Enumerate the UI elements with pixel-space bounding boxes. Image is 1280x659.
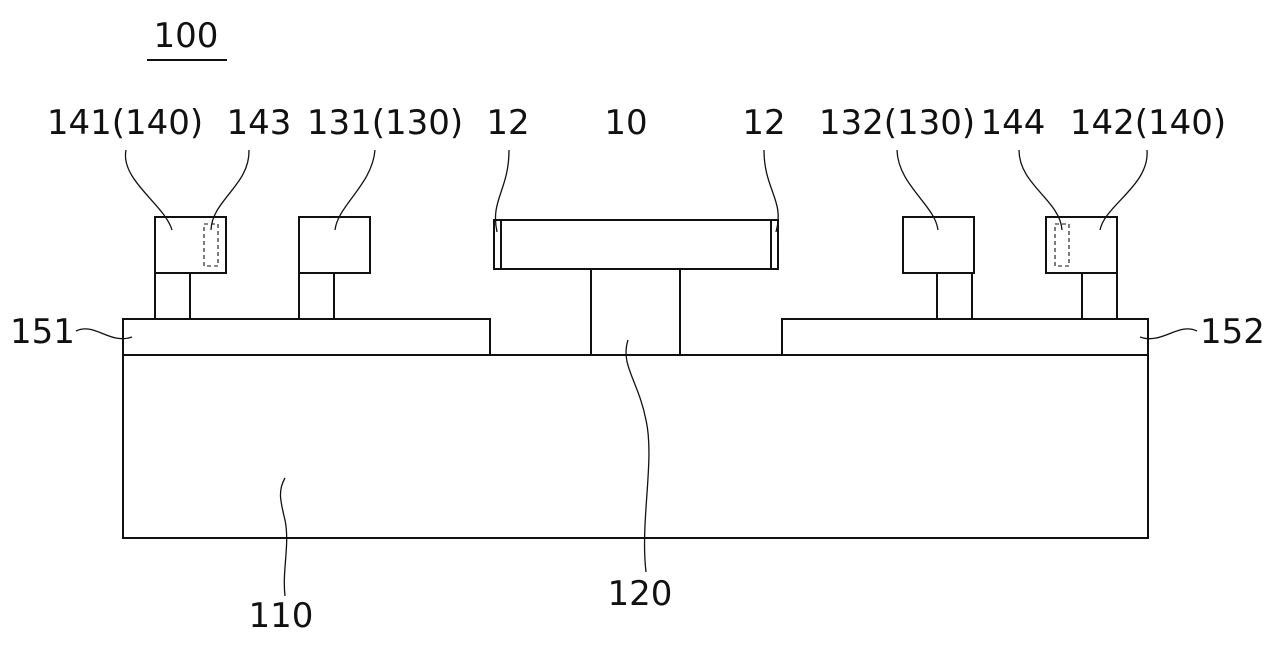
label-120: 120 [608,574,673,614]
leader-141 [124,149,173,231]
block-132 [902,216,975,274]
label-10: 10 [604,103,647,143]
label-152: 152 [1200,312,1265,352]
stem-132 [936,272,973,320]
label-141: 141(140) [47,103,203,143]
layer-151 [122,318,491,356]
label-151: 151 [10,312,75,352]
block-141 [154,216,227,274]
dashed-region-144 [1054,223,1070,267]
label-12-right: 12 [742,103,785,143]
block-142 [1045,216,1118,274]
post-120 [590,268,681,356]
leader-12-left [494,149,510,233]
stem-131 [298,272,335,320]
plate-10 [493,219,779,270]
label-12-left: 12 [486,103,529,143]
leader-131 [334,149,376,231]
leader-12-right [763,149,779,233]
leader-110 [279,477,288,597]
label-143: 143 [227,103,292,143]
label-142: 142(140) [1070,103,1226,143]
layer-152 [781,318,1149,356]
leader-142 [1099,149,1148,231]
stem-142 [1081,272,1118,320]
label-110: 110 [249,596,314,636]
figure-number: 100 [154,16,219,56]
leader-120 [625,339,650,573]
leader-144 [1018,149,1063,231]
label-132: 132(130) [819,103,975,143]
leader-132 [896,149,939,231]
leader-143 [210,149,250,231]
leader-151 [75,328,133,340]
substrate-110 [122,354,1149,539]
stem-141 [154,272,191,320]
block-131 [298,216,371,274]
label-144: 144 [981,103,1046,143]
label-131: 131(130) [307,103,463,143]
dashed-region-143 [203,223,219,267]
leader-152 [1139,328,1198,340]
